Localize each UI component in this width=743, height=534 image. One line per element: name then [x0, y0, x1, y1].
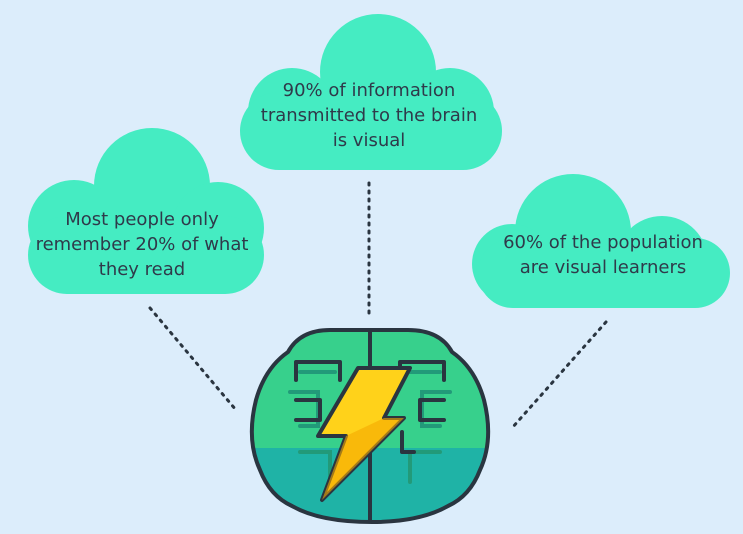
cloud-left-line-2: remember 20% of what [35, 234, 249, 255]
cloud-right-text: 60% of the population are visual learner… [478, 230, 728, 280]
cloud-top [240, 14, 502, 170]
cloud-left-line-1: Most people only [65, 209, 219, 230]
connectors [148, 181, 608, 430]
cloud-right-line-2: are visual learners [519, 257, 687, 278]
connector-left [148, 306, 238, 412]
cloud-left-line-3: they read [98, 259, 186, 280]
cloud-top-text: 90% of information transmitted to the br… [238, 78, 500, 153]
cloud-right [472, 174, 730, 308]
brain-circuits [288, 370, 452, 484]
cloud-top-line-2: transmitted to the brain [260, 105, 478, 126]
connector-right [510, 320, 608, 430]
cloud-left [28, 128, 264, 294]
cloud-top-line-3: is visual [332, 130, 406, 151]
cloud-top-line-1: 90% of information [282, 80, 456, 101]
cloud-right-line-1: 60% of the population [503, 232, 703, 253]
cloud-left-text: Most people only remember 20% of what th… [18, 207, 266, 282]
brain-lightning-icon [249, 328, 491, 524]
